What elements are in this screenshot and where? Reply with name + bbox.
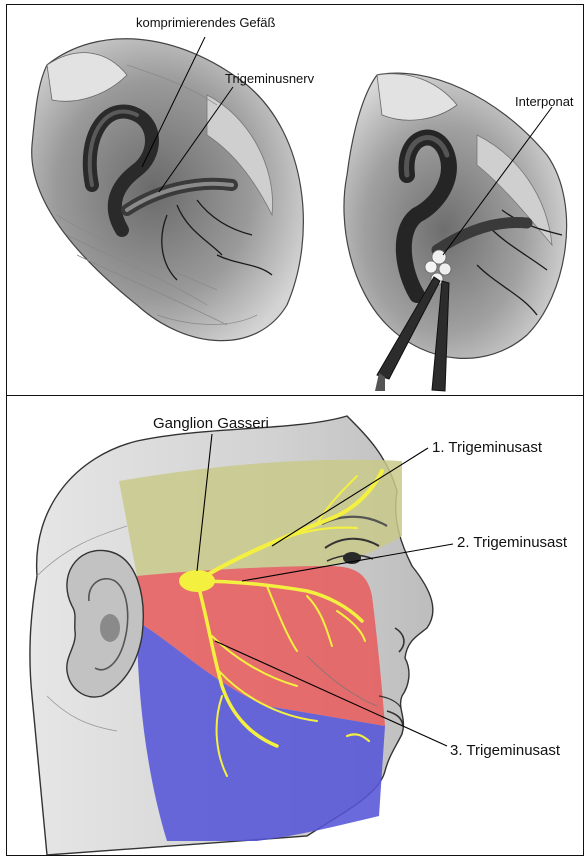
right-surgical-view	[344, 73, 567, 391]
label-ganglion-gasseri: Ganglion Gasseri	[153, 416, 269, 431]
face-illustration	[7, 396, 583, 855]
label-branch-1: 1. Trigeminusast	[432, 440, 542, 455]
label-compressing-vessel: komprimierendes Gefäß	[136, 16, 275, 29]
trigeminal-anatomy-panel: Ganglion Gasseri 1. Trigeminusast 2. Tri…	[6, 395, 584, 856]
label-branch-2: 2. Trigeminusast	[457, 535, 567, 550]
label-trigeminal-nerve: Trigeminusnerv	[225, 72, 314, 85]
label-branch-3: 3. Trigeminusast	[450, 743, 560, 758]
label-interponat: Interponat	[515, 95, 574, 108]
decompression-panel: komprimierendes Gefäß Trigeminusnerv Int…	[6, 4, 584, 396]
decompression-illustration	[7, 5, 583, 395]
